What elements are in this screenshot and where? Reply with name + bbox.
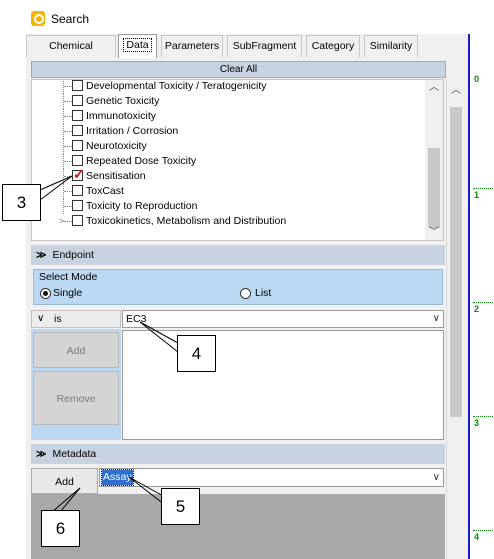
- tree-item[interactable]: Toxicity to Reproduction: [32, 199, 422, 214]
- operator-select[interactable]: ∨ is: [31, 310, 121, 328]
- endpoint-list[interactable]: [122, 330, 444, 440]
- checkbox[interactable]: [72, 125, 83, 136]
- tree-item[interactable]: ToxCast: [32, 184, 422, 199]
- section-title: Metadata: [52, 448, 97, 460]
- tab-parameters[interactable]: Parameters: [161, 35, 223, 57]
- ruler-tick: [473, 416, 493, 417]
- tree-item-label: Repeated Dose Toxicity: [86, 155, 197, 167]
- operator-value: is: [54, 313, 62, 325]
- metadata-value: Assay: [101, 469, 134, 486]
- window-title: Search: [51, 12, 90, 26]
- ruler-tick: [473, 188, 493, 189]
- tab-chemical-identifiers[interactable]: Chemical identifiers: [26, 35, 116, 72]
- checkbox[interactable]: [72, 215, 83, 226]
- tree-item-label: Neurotoxicity: [86, 140, 147, 152]
- app-icon: [31, 11, 45, 26]
- checkbox[interactable]: [72, 80, 83, 91]
- tab-label: SubFragment: [232, 40, 297, 52]
- expand-arrow-icon[interactable]: >: [59, 216, 65, 226]
- ruler-mark: 0: [474, 74, 480, 84]
- metadata-section-header[interactable]: ≫ Metadata: [31, 444, 445, 464]
- scroll-down-icon[interactable]: ﹀: [429, 227, 439, 238]
- checkbox[interactable]: [72, 140, 83, 151]
- ruler-mark: 4: [474, 532, 480, 542]
- tab-similarity[interactable]: Similarity: [364, 35, 418, 57]
- tree-item-sensitisation[interactable]: ✓ Sensitisation: [32, 166, 422, 184]
- section-title: Endpoint: [52, 249, 94, 261]
- checkmark-icon: ✓: [73, 166, 85, 182]
- scroll-thumb[interactable]: [450, 107, 462, 417]
- tree-item[interactable]: Repeated Dose Toxicity: [32, 154, 422, 169]
- chevron-down-icon[interactable]: ∨: [432, 472, 440, 483]
- chevron-down-icon[interactable]: ∨: [432, 313, 440, 324]
- tree-item-label: ToxCast: [86, 185, 124, 197]
- ruler-tick: [473, 302, 493, 303]
- ruler-tick: [473, 530, 493, 531]
- tree-item[interactable]: Developmental Toxicity / Teratogenicity: [32, 80, 422, 94]
- tree-item[interactable]: Genetic Toxicity: [32, 94, 422, 109]
- endpoint-value: EC3: [126, 313, 147, 325]
- tab-bar: Chemical identifiers Data Parameters Sub…: [26, 34, 468, 72]
- scroll-up-icon[interactable]: ︿: [451, 85, 461, 96]
- tab-label: Parameters: [164, 40, 220, 52]
- endpoint-combo[interactable]: EC3 ∨: [122, 310, 444, 328]
- metadata-add-button[interactable]: Add: [31, 468, 98, 494]
- radio-list[interactable]: [240, 288, 251, 299]
- endpoint-buttons: Add Remove: [31, 329, 121, 440]
- tree-item[interactable]: Immunotoxicity: [32, 109, 422, 124]
- ruler-line: [468, 34, 470, 559]
- callout-4: 4: [177, 335, 216, 372]
- tree-item-label: Toxicity to Reproduction: [86, 200, 198, 212]
- select-mode-group: Select Mode Single List: [33, 269, 443, 305]
- metadata-combo[interactable]: Assay ∨: [99, 468, 444, 487]
- collapse-icon: ≫: [36, 250, 47, 261]
- tree-item-label: Sensitisation: [86, 170, 146, 182]
- data-tree: Developmental Toxicity / Teratogenicity …: [31, 79, 444, 241]
- tree-item[interactable]: > Toxicokinetics, Metabolism and Distrib…: [32, 214, 422, 229]
- tree-item[interactable]: Irritation / Corrosion: [32, 124, 422, 139]
- scroll-thumb[interactable]: [428, 148, 440, 228]
- tab-subfragment[interactable]: SubFragment: [227, 35, 302, 57]
- tree-scrollbar[interactable]: ︿ ﹀: [425, 80, 443, 240]
- checkbox[interactable]: [72, 155, 83, 166]
- endpoint-add-button[interactable]: Add: [33, 332, 119, 368]
- ruler-mark: 2: [474, 304, 480, 314]
- ruler-mark: 3: [474, 418, 480, 428]
- radio-label: Single: [53, 287, 83, 299]
- tree-item-label: Irritation / Corrosion: [86, 125, 179, 137]
- clear-all-button[interactable]: Clear All: [31, 61, 446, 78]
- tree-item[interactable]: Neurotoxicity: [32, 139, 422, 154]
- metadata-list: [31, 494, 445, 559]
- tab-label: Similarity: [369, 40, 413, 52]
- ruler: 0 1 2 3 4: [468, 34, 494, 559]
- callout-5: 5: [161, 488, 200, 525]
- endpoint-section-header[interactable]: ≫ Endpoint: [31, 245, 445, 265]
- title-bar: Search: [0, 0, 468, 34]
- tree-item-label: Toxicokinetics, Metabolism and Distribut…: [86, 215, 287, 227]
- checkbox[interactable]: [72, 95, 83, 106]
- collapse-icon: ≫: [36, 449, 47, 460]
- tab-label: Data: [123, 38, 152, 52]
- scroll-up-icon[interactable]: ︿: [429, 82, 439, 93]
- tree-item-label: Immunotoxicity: [86, 110, 157, 122]
- checkbox[interactable]: [72, 110, 83, 121]
- checkbox[interactable]: [72, 185, 83, 196]
- chevron-down-icon: ∨: [37, 313, 45, 324]
- radio-label: List: [255, 287, 272, 299]
- checkbox[interactable]: [72, 200, 83, 211]
- callout-6: 6: [41, 510, 80, 547]
- tab-data[interactable]: Data: [118, 34, 157, 58]
- tree-item-label: Developmental Toxicity / Teratogenicity: [86, 80, 267, 92]
- callout-3: 3: [2, 184, 41, 221]
- panel-scrollbar[interactable]: ︿: [446, 79, 464, 559]
- select-mode-title: Select Mode: [39, 271, 98, 283]
- checkbox-checked[interactable]: [72, 170, 83, 181]
- tab-label: Category: [311, 40, 355, 52]
- tab-category[interactable]: Category: [306, 35, 360, 57]
- radio-single[interactable]: [40, 288, 51, 299]
- ruler-mark: 1: [474, 190, 480, 200]
- tree-item-label: Genetic Toxicity: [86, 95, 160, 107]
- endpoint-remove-button[interactable]: Remove: [33, 371, 119, 425]
